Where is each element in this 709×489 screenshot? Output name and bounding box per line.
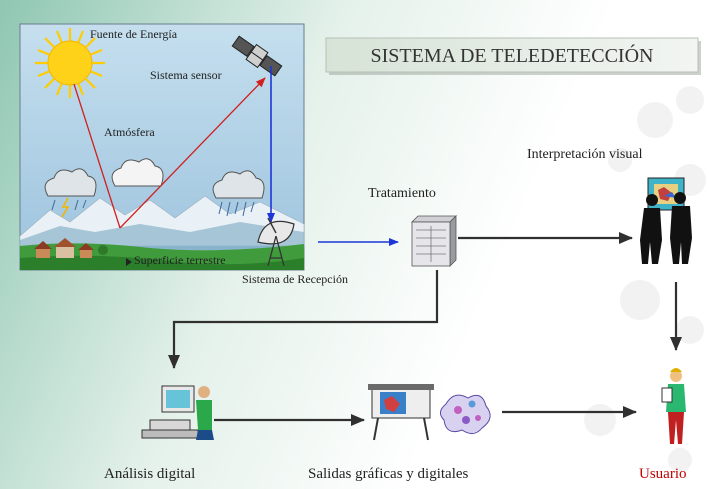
digital-analysis-label: Análisis digital: [104, 466, 195, 482]
satellite-icon: [231, 35, 283, 77]
analysts-icon: [640, 177, 692, 264]
village-icon: [34, 238, 108, 258]
processing-label: Tratamiento: [368, 186, 436, 201]
reflected-signal-ray: [119, 77, 266, 229]
reception-label: Sistema de Recepción: [242, 272, 348, 286]
sun-icon: [35, 28, 105, 98]
map-outputs-icon: [440, 394, 491, 434]
visual-interpretation-label: Interpretación visual: [527, 147, 643, 162]
server-icon: [411, 215, 457, 267]
cloud-icon: [111, 158, 164, 187]
plotter-icon: [368, 384, 434, 441]
processing-to-digital-arrow: [168, 270, 439, 369]
user-icon: [661, 368, 686, 444]
storm-cloud-icon: [44, 168, 97, 218]
atmosphere-label: Atmósfera: [104, 125, 155, 139]
page-title: SISTEMA DE TELEDETECCIÓN: [371, 43, 654, 67]
solar-radiation-ray: [73, 83, 121, 229]
outputs-label: Salidas gráficas y digitales: [308, 466, 469, 482]
sensor-label: Sistema sensor: [150, 68, 222, 82]
surface-label: Superficie terrestre: [134, 253, 226, 267]
title-box: SISTEMA DE TELEDETECCIÓN: [325, 37, 701, 75]
antenna-icon: [257, 217, 295, 267]
sensing-scene: [19, 23, 305, 271]
workstation-icon: [141, 385, 214, 440]
rain-cloud-icon: [212, 170, 265, 217]
energy-source-label: Fuente de Energía: [90, 27, 178, 41]
user-label: Usuario: [639, 466, 687, 482]
